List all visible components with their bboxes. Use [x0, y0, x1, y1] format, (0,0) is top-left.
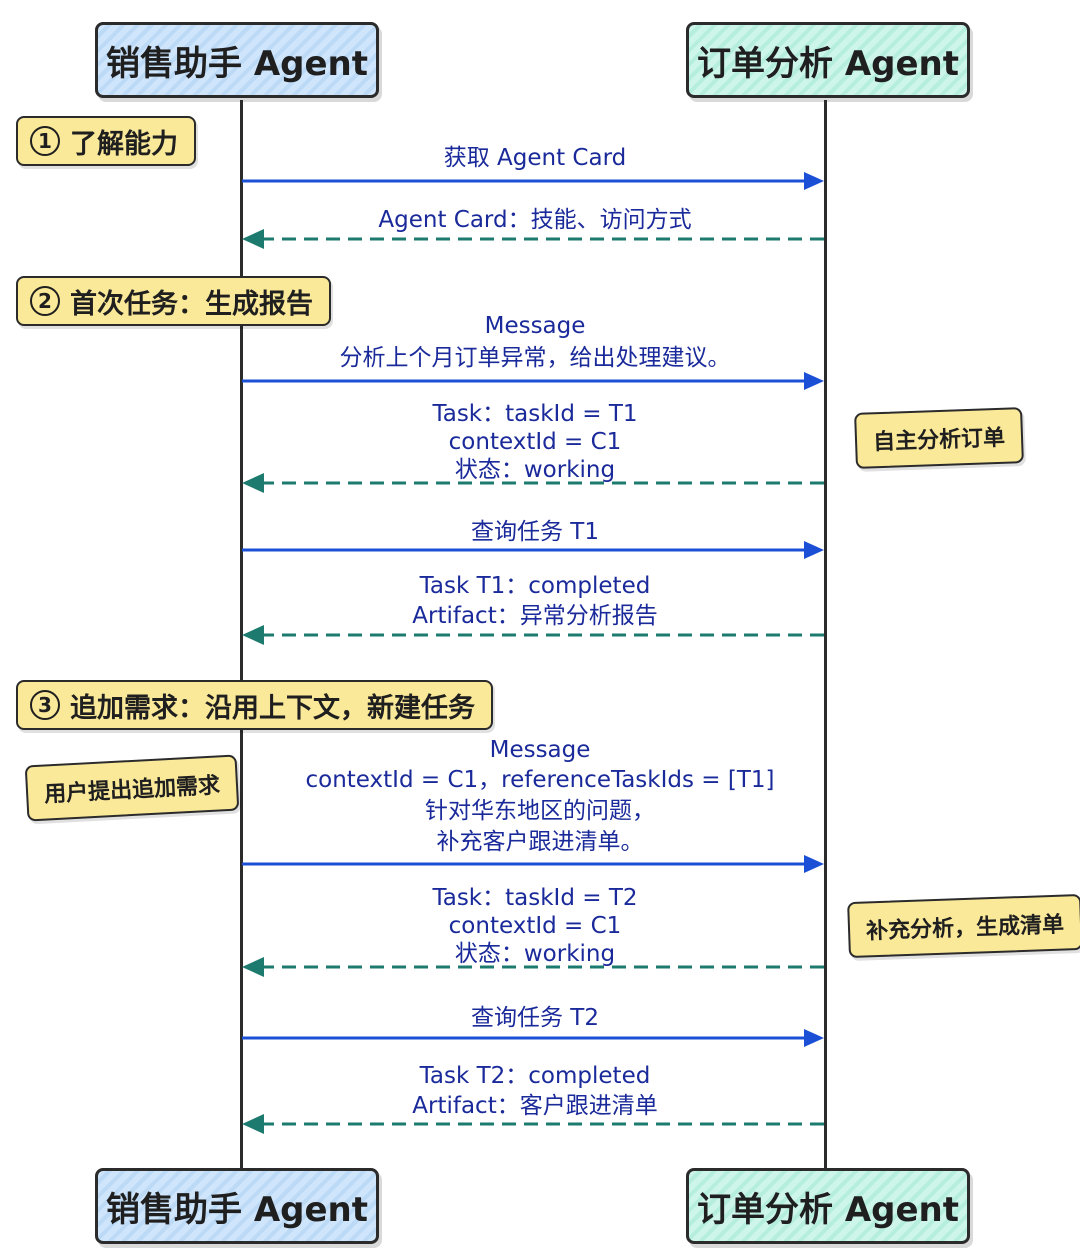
- request-arrow: [242, 172, 824, 190]
- arrow-head: [242, 1114, 264, 1134]
- step-note-2: 2 首次任务：生成报告: [16, 276, 331, 326]
- message-task-t2-completed: Task T2：completed Artifact：客户跟进清单: [245, 1062, 825, 1120]
- arrow-head: [242, 229, 264, 249]
- message-get-agent-card: 获取 Agent Card: [245, 144, 825, 172]
- arrow-head: [804, 541, 824, 559]
- message-agent-card-response: Agent Card：技能、访问方式: [245, 206, 825, 234]
- message-line: contextId = C1: [448, 429, 622, 455]
- response-arrow: [242, 473, 824, 493]
- message-line: Task T1：completed: [419, 573, 651, 599]
- request-arrow: [242, 855, 824, 873]
- request-arrow: [242, 541, 824, 559]
- message-line: 状态：working: [454, 941, 616, 967]
- response-arrow: [242, 1114, 824, 1134]
- message-line: Artifact：客户跟进清单: [412, 1093, 658, 1119]
- step-label-1: 了解能力: [70, 128, 178, 160]
- lifeline-sales-assistant: [240, 100, 243, 1170]
- message-followup-request: Message contextId = C1，referenceTaskIds …: [240, 736, 840, 856]
- arrow-head: [804, 855, 824, 873]
- request-arrow: [242, 372, 824, 390]
- arrow-head: [804, 172, 824, 190]
- participant-order-analysis-bottom: 订单分析 Agent: [686, 1168, 970, 1244]
- lifeline-order-analysis: [824, 100, 827, 1170]
- step-label-3: 追加需求：沿用上下文，新建任务: [70, 692, 475, 724]
- arrow-head: [242, 957, 264, 977]
- step-note-1: 1 了解能力: [16, 116, 196, 166]
- step-label-2: 首次任务：生成报告: [70, 288, 313, 320]
- message-line: 获取 Agent Card: [443, 145, 627, 171]
- message-line: contextId = C1，referenceTaskIds = [T1]: [305, 767, 775, 793]
- participant-sales-assistant-bottom: 销售助手 Agent: [95, 1168, 379, 1244]
- request-arrow: [242, 1029, 824, 1047]
- message-query-t2: 查询任务 T2: [245, 1004, 825, 1032]
- message-line: Artifact：异常分析报告: [412, 603, 658, 629]
- arrow-head: [242, 473, 264, 493]
- step-number-1: 1: [30, 126, 60, 156]
- message-line: Agent Card：技能、访问方式: [378, 207, 692, 233]
- arrow-head: [804, 372, 824, 390]
- step-note-3: 3 追加需求：沿用上下文，新建任务: [16, 680, 493, 730]
- arrow-head: [804, 1029, 824, 1047]
- response-arrow: [242, 229, 824, 249]
- message-line: 补充客户跟进清单。: [436, 829, 644, 855]
- message-line: Message: [489, 737, 591, 763]
- response-arrow: [242, 625, 824, 645]
- message-line: 查询任务 T2: [471, 1005, 599, 1031]
- message-task-t1-completed: Task T1：completed Artifact：异常分析报告: [245, 572, 825, 630]
- participant-order-analysis-top: 订单分析 Agent: [686, 22, 970, 98]
- response-arrow: [242, 957, 824, 977]
- message-line: 分析上个月订单异常，给出处理建议。: [339, 345, 731, 371]
- step-number-2: 2: [30, 286, 60, 316]
- message-line: 查询任务 T1: [471, 519, 599, 545]
- message-line: Message: [484, 313, 586, 339]
- arrow-head: [242, 625, 264, 645]
- message-task-t2-working: Task：taskId = T2 contextId = C1 状态：worki…: [245, 884, 825, 968]
- participant-sales-assistant-top: 销售助手 Agent: [95, 22, 379, 98]
- step-number-3: 3: [30, 690, 60, 720]
- message-task-t1-working: Task：taskId = T1 contextId = C1 状态：worki…: [245, 400, 825, 484]
- message-line: 针对华东地区的问题，: [425, 798, 655, 824]
- message-first-task: Message 分析上个月订单异常，给出处理建议。: [245, 312, 825, 372]
- message-query-t1: 查询任务 T1: [245, 518, 825, 546]
- message-line: Task：taskId = T2: [432, 885, 638, 911]
- message-line: Task T2：completed: [419, 1063, 651, 1089]
- message-line: 状态：working: [454, 457, 616, 483]
- message-line: Task：taskId = T1: [432, 401, 638, 427]
- message-line: contextId = C1: [448, 913, 622, 939]
